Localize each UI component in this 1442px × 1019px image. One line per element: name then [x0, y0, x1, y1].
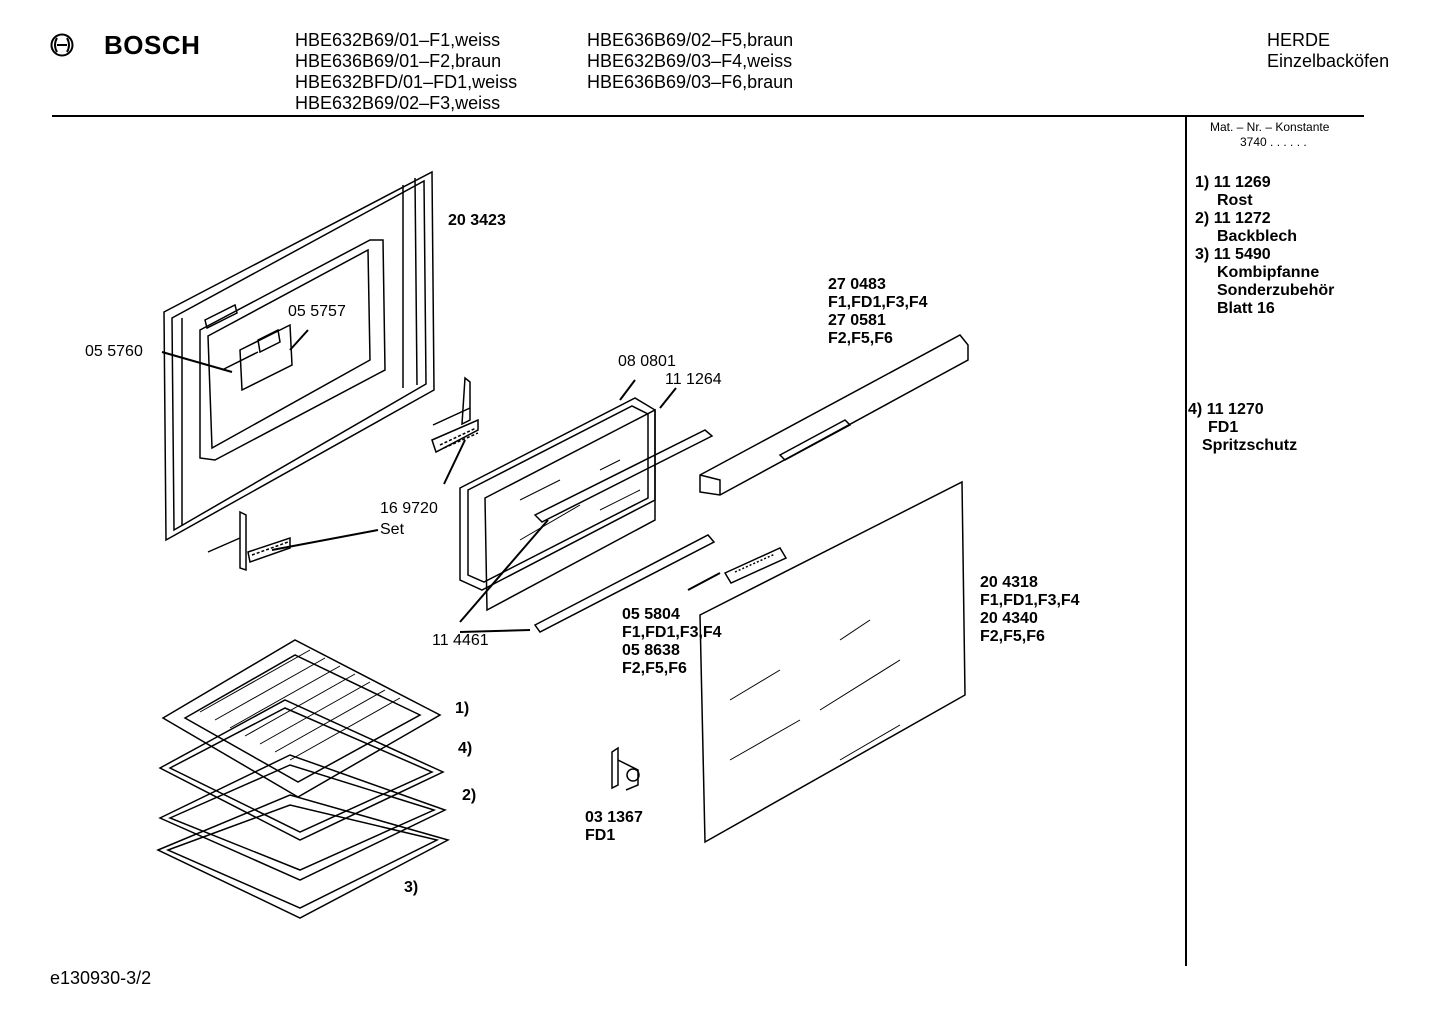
- part-label-055757: 05 5757: [288, 303, 346, 320]
- splash-guard: [158, 699, 445, 841]
- drawing-code: e130930-3/2: [50, 968, 152, 988]
- model-item: HBE632BFD/01–FD1,weiss: [295, 72, 518, 92]
- model-list-2: HBE636B69/02–F5,braun HBE632B69/03–F4,we…: [587, 30, 793, 93]
- part-label-204318: 20 4318 F1,FD1,F3,F4 20 4340 F2,F5,F6: [980, 574, 1080, 645]
- header-divider: [52, 115, 1364, 117]
- callout-2: 2): [462, 787, 477, 804]
- accessory-item: 1) 11 1269: [1195, 174, 1271, 191]
- handle-bracket: [221, 323, 293, 392]
- model-item: HBE632B69/02–F3,weiss: [295, 93, 501, 113]
- part-label-111264: 11 1264: [665, 371, 722, 388]
- part-label-114461: 11 4461: [432, 632, 489, 649]
- combi-pan: [156, 794, 451, 919]
- baking-tray: [158, 754, 447, 881]
- accessory-note: Sonderzubehör: [1217, 282, 1335, 299]
- callout-1: 1): [455, 700, 470, 717]
- model-item: HBE636B69/01–F2,braun: [295, 51, 502, 71]
- part-label-080801: 08 0801: [618, 353, 676, 370]
- model-item: HBE636B69/03–F6,braun: [587, 72, 794, 92]
- accessory-item: 3) 11 5490: [1195, 246, 1271, 263]
- category-title: HERDE: [1267, 30, 1331, 50]
- part-label-055804: 05 5804 F1,FD1,F3,F4 05 8638 F2,F5,F6: [622, 606, 722, 677]
- door-gasket: [459, 397, 656, 591]
- outer-glass: [699, 480, 966, 844]
- inner-glass: [484, 408, 656, 612]
- part-label-169720: 16 9720: [380, 500, 438, 517]
- part-label-set: Set: [380, 521, 405, 538]
- vent-grille: [723, 547, 788, 584]
- accessory-list: 1) 11 1269 Rost 2) 11 1272 Backblech 3) …: [1195, 174, 1334, 318]
- model-list-1: HBE632B69/01–F1,weiss HBE636B69/01–F2,br…: [295, 30, 517, 114]
- model-item: HBE636B69/02–F5,braun: [587, 30, 794, 50]
- accessory-note: Blatt 16: [1217, 300, 1275, 317]
- model-item: HBE632B69/03–F4,weiss: [587, 51, 793, 71]
- top-profile: [699, 334, 969, 496]
- category: HERDE Einzelbacköfen: [1267, 30, 1389, 72]
- door-frame: [163, 170, 435, 542]
- accessory-name: Rost: [1217, 192, 1253, 209]
- spritzschutz-item: 4) 11 1270 FD1 Spritzschutz: [1188, 401, 1298, 454]
- rack: [161, 639, 442, 798]
- mat-number-title: Mat. – Nr. – Konstante: [1210, 120, 1330, 134]
- door-clip: [611, 746, 640, 791]
- accessory-name: Kombipfanne: [1217, 264, 1320, 281]
- sidebar-divider: [1185, 116, 1187, 966]
- glass-strip: [533, 429, 716, 633]
- leader-lines: [161, 329, 721, 633]
- mat-number-value: 3740 . . . . . .: [1240, 135, 1307, 149]
- part-label-270483: 27 0483 F1,FD1,F3,F4 27 0581 F2,F5,F6: [828, 276, 928, 347]
- callout-4: 4): [458, 740, 473, 757]
- subcategory-title: Einzelbacköfen: [1267, 51, 1390, 71]
- accessory-name: Backblech: [1217, 228, 1298, 245]
- model-item: HBE632B69/01–F1,weiss: [295, 30, 501, 50]
- callout-3: 3): [404, 879, 419, 896]
- accessory-item: 2) 11 1272: [1195, 210, 1271, 227]
- hinge-upper: [431, 376, 479, 454]
- part-label-203423: 20 3423: [448, 212, 506, 229]
- bosch-logo-icon: [50, 33, 74, 57]
- part-label-031367: 03 1367 FD1: [585, 809, 643, 844]
- brand-name: BOSCH: [104, 30, 201, 60]
- part-label-055760: 05 5760: [85, 343, 143, 360]
- hinge-lower: [207, 510, 291, 572]
